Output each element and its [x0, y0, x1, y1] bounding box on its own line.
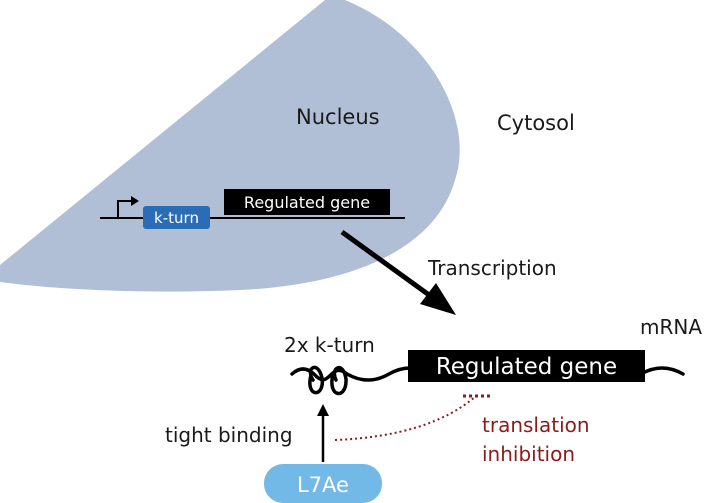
inhibition-label-line1: translation [482, 413, 590, 437]
binding-arrow [317, 404, 329, 462]
l7ae-label: L7Ae [297, 473, 349, 497]
transcription-label: Transcription [427, 256, 557, 280]
promoter-arrow-icon [117, 196, 139, 218]
mrna-label: mRNA [640, 315, 702, 339]
dna-gene-box [224, 189, 390, 215]
l7ae-protein [264, 464, 382, 503]
mrna-kturn-label: 2x k-turn [284, 333, 375, 357]
mrna-kturn-loops [308, 365, 348, 396]
mrna-gene-label: Regulated gene [436, 354, 617, 380]
mrna-gene-box [408, 350, 645, 382]
nucleus-region [0, 0, 460, 292]
binding-label: tight binding [165, 423, 293, 447]
dna-gene-label: Regulated gene [244, 193, 370, 212]
transcription-arrow [340, 229, 456, 315]
inhibition-indicator [334, 394, 491, 441]
inhibition-label-line2: inhibition [482, 442, 575, 466]
dna-kturn-box [143, 206, 210, 229]
nucleus-label: Nucleus [296, 105, 380, 129]
dna-kturn-label: k-turn [154, 209, 199, 227]
cytosol-label: Cytosol [497, 111, 575, 135]
